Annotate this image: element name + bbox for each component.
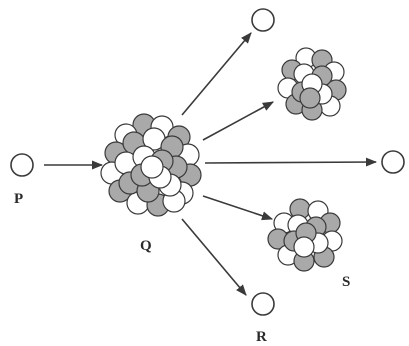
released-neutron-top xyxy=(251,8,275,32)
arrow-to-right-neutron xyxy=(204,157,378,167)
neutron xyxy=(293,236,315,258)
label-s: S xyxy=(342,274,350,290)
arrow-to-neutron-r xyxy=(181,218,247,296)
arrow-to-fragment-s xyxy=(202,195,274,221)
label-r: R xyxy=(256,329,267,345)
label-p: P xyxy=(14,191,23,207)
arrow-to-upper-fragment xyxy=(202,101,274,141)
fission-fragment-s xyxy=(267,198,343,272)
released-neutron-r xyxy=(251,292,275,316)
target-nucleus xyxy=(100,113,202,217)
fission-fragment-upper xyxy=(277,47,347,121)
incoming-neutron xyxy=(10,153,34,177)
proton xyxy=(299,87,321,109)
neutron xyxy=(140,155,164,179)
released-neutron-right xyxy=(381,150,405,174)
arrow-to-top-neutron xyxy=(181,32,252,116)
label-q: Q xyxy=(140,238,152,254)
